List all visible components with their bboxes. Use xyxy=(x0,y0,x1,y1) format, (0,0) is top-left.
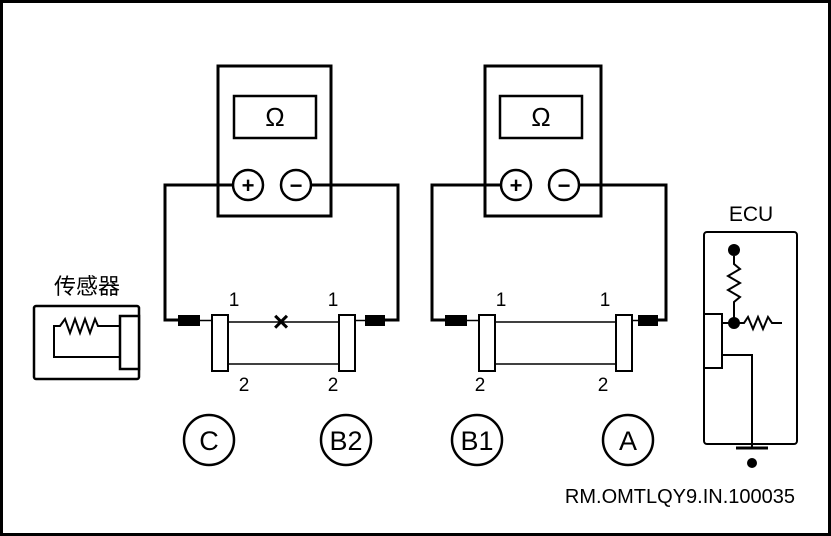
connector-c-label: C xyxy=(199,426,219,456)
plus-sign: + xyxy=(510,173,523,198)
ground-node xyxy=(747,458,757,468)
sensor-label: 传感器 xyxy=(54,274,120,299)
sensor-terminal xyxy=(118,314,141,371)
lead-minus-right xyxy=(579,183,668,322)
connector-b1-label: B1 xyxy=(460,426,493,456)
sensor: 传感器 xyxy=(32,274,141,381)
pin-label: 1 xyxy=(600,290,611,311)
harness-left: × 1 1 2 2 xyxy=(200,290,365,396)
ohm-symbol: Ω xyxy=(531,102,550,132)
ecu-supply-node xyxy=(728,244,740,256)
pin-label: 1 xyxy=(496,290,507,311)
connector-a-label: A xyxy=(619,426,637,456)
connector-b2-label: B2 xyxy=(329,426,362,456)
right-meter-leads xyxy=(430,183,668,322)
ecu-ground-wire xyxy=(722,354,753,448)
left-meter-leads xyxy=(163,183,400,322)
reference-code: RM.OMTLQY9.IN.100035 xyxy=(565,486,795,508)
connector-a-body xyxy=(615,314,633,372)
minus-sign: − xyxy=(290,173,303,198)
ecu-signal-resistor xyxy=(734,314,782,332)
lead-plus-right xyxy=(430,183,501,322)
ecu: ECU xyxy=(703,203,798,468)
plus-sign: + xyxy=(242,173,255,198)
lead-minus-left xyxy=(311,183,400,322)
harness-right: 1 1 2 2 xyxy=(467,290,638,396)
meter-display xyxy=(232,94,318,140)
connector-labels: C B2 B1 A xyxy=(182,413,655,467)
probe-left-b xyxy=(365,315,385,326)
ohm-symbol: Ω xyxy=(265,102,284,132)
sensor-resistor-symbol xyxy=(53,316,120,358)
probe-right-b xyxy=(638,315,658,326)
connector-b2-body xyxy=(338,314,356,372)
open-circuit-mark: × xyxy=(273,306,289,337)
lead-plus-left xyxy=(163,183,233,322)
pin-label: 1 xyxy=(328,290,339,311)
connector-b1-body xyxy=(478,314,496,372)
connector-c-circle xyxy=(182,413,236,467)
probe-left-a xyxy=(178,315,200,326)
connector-b2-circle xyxy=(319,413,373,467)
minus-sign: − xyxy=(558,173,571,198)
meter-display xyxy=(498,94,584,140)
pin-label: 2 xyxy=(598,375,609,396)
ohmmeter-right: Ω + − xyxy=(483,64,603,218)
pin-label: 2 xyxy=(239,375,250,396)
pin-label: 1 xyxy=(229,290,240,311)
connector-c-body xyxy=(211,314,229,372)
connector-b1-circle xyxy=(450,413,504,467)
pin-label: 2 xyxy=(475,375,486,396)
probe-right-a xyxy=(445,315,467,326)
ohmmeter-left: Ω + − xyxy=(216,64,333,218)
ecu-pullup-resistor xyxy=(726,256,742,322)
ecu-label: ECU xyxy=(729,203,773,226)
connector-a-circle xyxy=(601,413,655,467)
ecu-terminal xyxy=(703,313,723,369)
pin-label: 2 xyxy=(328,375,339,396)
